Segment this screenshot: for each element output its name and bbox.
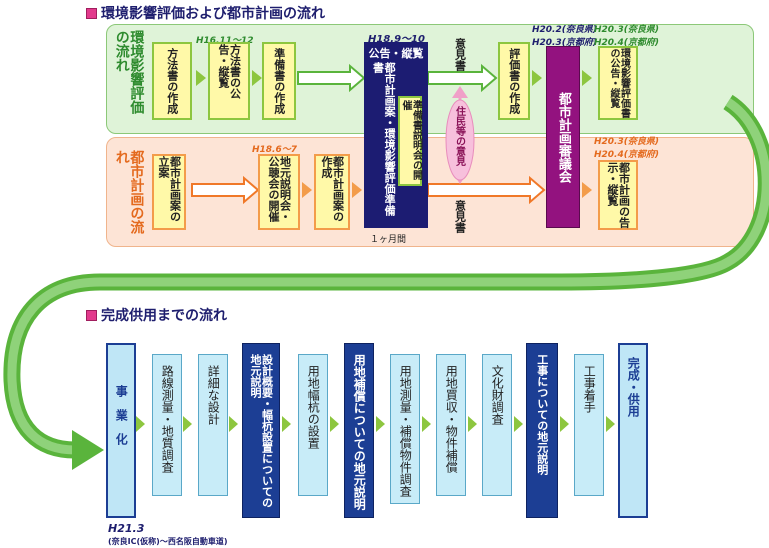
council-dates: H20.2(奈良県) H20.3(京都府) xyxy=(532,25,597,48)
step-11: 工事着手 xyxy=(574,354,604,496)
city-box-plan-create: 都市計画案の作成 xyxy=(314,154,350,230)
city-arrow-4 xyxy=(427,175,546,205)
opinion-bottom: 意見書 xyxy=(453,200,467,233)
city-row-label: 都市計画の流れ xyxy=(113,150,145,234)
step-3: 詳細な設計 xyxy=(198,354,228,496)
env-row-label: 環境影響評価の流れ xyxy=(113,30,145,114)
center-header: 公告・縦覧 xyxy=(368,47,424,60)
city-box-plan-draft: 都市計画案の立案 xyxy=(152,154,186,230)
step-7: 用地測量・補償物件調査 xyxy=(390,354,420,504)
step-9: 文化財調査 xyxy=(482,354,512,496)
bullet-square-icon xyxy=(86,309,97,321)
city-arrow-5 xyxy=(582,182,592,198)
center-date: H18.9～10 xyxy=(368,34,425,45)
residents-opinion: 住民等の意見 xyxy=(453,106,465,166)
start-note: (奈良IC(仮称)～西名阪自動車道) xyxy=(108,537,228,546)
city-final-box: 都市計画の告示・縦覧 xyxy=(598,160,638,230)
env-arrow-6 xyxy=(582,70,592,86)
env-arrow-5 xyxy=(532,70,542,86)
env-arrow-3 xyxy=(297,63,366,93)
center-main-text: 都市計画案・環境影響評価準備書 xyxy=(371,62,397,216)
city-box-briefing: 地元説明会・公聴会の開催 xyxy=(258,154,300,230)
city-date-1: H18.6～7 xyxy=(252,145,298,155)
step-1: 事業化 xyxy=(106,343,136,518)
env-date-1: H16.11～12 xyxy=(196,36,254,46)
env-arrow-2 xyxy=(252,70,262,86)
city-arrow-3 xyxy=(352,182,362,198)
city-final-dates: H20.3(奈良県) H20.4(京都府) xyxy=(594,137,659,160)
step-8: 用地買収・物件補償 xyxy=(436,354,466,496)
env-final-box: 環境影響評価書の公告・縦覧 xyxy=(598,46,638,120)
city-arrow-2 xyxy=(302,182,312,198)
residents-arrow-up xyxy=(452,86,468,98)
step-12: 完成・供用 xyxy=(618,343,648,518)
start-date: H21.3 xyxy=(108,522,145,535)
env-final-dates: H20.3(奈良県) H20.4(京都府) xyxy=(594,25,659,48)
step-2: 路線測量・地質調査 xyxy=(152,354,182,496)
env-box-eval-create: 評価書の作成 xyxy=(498,42,530,120)
section2-title: 完成供用までの流れ xyxy=(86,305,227,325)
section1-title: 環境影響評価および都市計画の流れ xyxy=(86,3,325,23)
step-4: 設計概要・幅杭設置についての地元説明 xyxy=(242,343,280,518)
step-6: 用地補償についての地元説明 xyxy=(344,343,374,518)
bullet-square-icon xyxy=(86,7,97,19)
center-duration: １ヶ月間 xyxy=(370,235,407,245)
env-box-method-notice: 方法書の公告・縦覧 xyxy=(208,42,250,120)
residents-bubble xyxy=(445,99,475,181)
council-box: 都市計画審議会 xyxy=(546,46,580,228)
env-arrow-4 xyxy=(427,63,498,93)
section-connector-curve-inner xyxy=(7,98,769,455)
connector-arrow-head xyxy=(72,430,104,470)
env-box-method-create: 方法書の作成 xyxy=(152,42,192,120)
env-arrow-1 xyxy=(196,70,206,86)
env-box-draft-create: 準備書の作成 xyxy=(262,42,296,120)
step-10: 工事についての地元説明 xyxy=(526,343,558,518)
center-sub-box: 準備書説明会の開催 xyxy=(398,96,422,186)
step-arrows xyxy=(136,416,615,432)
opinion-top: 意見書 xyxy=(453,38,467,71)
city-arrow-1 xyxy=(191,175,260,205)
step-5: 用地幅杭の設置 xyxy=(298,354,328,496)
